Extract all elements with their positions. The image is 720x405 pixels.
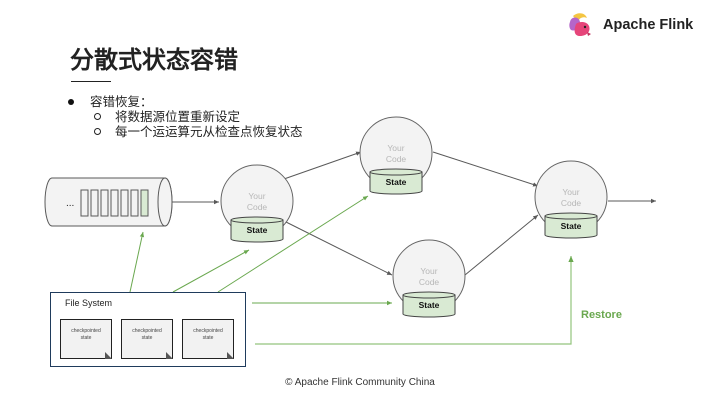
flink-squirrel-icon <box>569 13 591 36</box>
restore-edge-to-op4 <box>255 256 574 345</box>
bullet-list: 容错恢复： 将数据源位置重新设定 每一个运运算元从检查点恢复状态 <box>68 94 303 139</box>
checkpoint-label: state <box>80 335 92 341</box>
restore-label: Restore <box>581 309 622 321</box>
your-code-label: Code <box>419 277 440 287</box>
your-code-label: Code <box>247 202 268 212</box>
restore-edge-to-source <box>129 231 145 293</box>
state-store <box>230 219 284 243</box>
checkpointed-state-file: checkpointed state <box>182 319 234 359</box>
state-store-top <box>544 212 598 220</box>
file-system-label: File System <box>65 298 113 308</box>
apache-flink-logo: Apache Flink <box>567 12 693 38</box>
state-store <box>402 294 456 318</box>
checkpointed-state-file: checkpointed state <box>121 319 173 359</box>
queue-ellipsis: ... <box>66 198 74 209</box>
checkpoint-label: state <box>202 335 214 341</box>
restore-edge-to-op2 <box>217 195 369 293</box>
sub-bullet-text: 将数据源位置重新设定 <box>115 109 241 124</box>
edge-op1-to-op3 <box>285 221 393 276</box>
footer-copyright: © Apache Flink Community China <box>285 377 435 388</box>
sub-bullet-text: 每一个运运算元从检查点恢复状态 <box>115 124 303 139</box>
hollow-bullet-icon <box>94 113 101 120</box>
edge-op1-to-op2 <box>283 151 362 180</box>
page-fold-icon <box>105 352 112 359</box>
state-label: State <box>386 177 407 187</box>
queue-record <box>80 189 89 217</box>
bullet-text: 容错恢复： <box>90 94 153 109</box>
checkpointed-state-file: checkpointed state <box>60 319 112 359</box>
state-store-top <box>402 291 456 299</box>
checkpoint-label: checkpointed <box>71 328 101 334</box>
state-store <box>544 215 598 239</box>
file-system-box: File System checkpointed state checkpoin… <box>50 292 246 367</box>
your-code-label: Code <box>386 154 407 164</box>
restore-edge-to-op1 <box>172 249 250 293</box>
queue-record <box>100 189 109 217</box>
page-fold-icon <box>166 352 173 359</box>
checkpoint-label: state <box>141 335 153 341</box>
title-underline <box>71 81 111 82</box>
page-fold-icon <box>227 352 234 359</box>
your-code-label: Your <box>420 266 437 276</box>
data-source-queue: ... <box>44 177 173 227</box>
bullet-dot-icon <box>68 98 74 105</box>
state-label: State <box>419 300 440 310</box>
queue-record <box>120 189 129 217</box>
edge-op3-to-op4 <box>464 214 539 276</box>
sub-bullet-item: 将数据源位置重新设定 <box>68 109 303 124</box>
bullet-item: 容错恢复： <box>68 94 303 109</box>
state-store-top <box>230 216 284 224</box>
slide-title: 分散式状态容错 <box>70 46 238 74</box>
logo-text: Apache Flink <box>603 17 694 33</box>
state-label: State <box>247 225 268 235</box>
edge-op2-to-op4 <box>432 151 539 187</box>
state-label: State <box>561 221 582 231</box>
your-code-label: Your <box>248 191 265 201</box>
your-code-label: Code <box>561 198 582 208</box>
queue-record-highlighted <box>140 189 149 217</box>
your-code-label: Your <box>562 187 579 197</box>
checkpoint-label: checkpointed <box>193 328 223 334</box>
checkpoint-label: checkpointed <box>132 328 162 334</box>
queue-record <box>110 189 119 217</box>
your-code-label: Your <box>387 143 404 153</box>
hollow-bullet-icon <box>94 128 101 135</box>
queue-record <box>90 189 99 217</box>
state-store-top <box>369 168 423 176</box>
queue-record <box>130 189 139 217</box>
sub-bullet-item: 每一个运运算元从检查点恢复状态 <box>68 124 303 139</box>
state-store <box>369 171 423 195</box>
